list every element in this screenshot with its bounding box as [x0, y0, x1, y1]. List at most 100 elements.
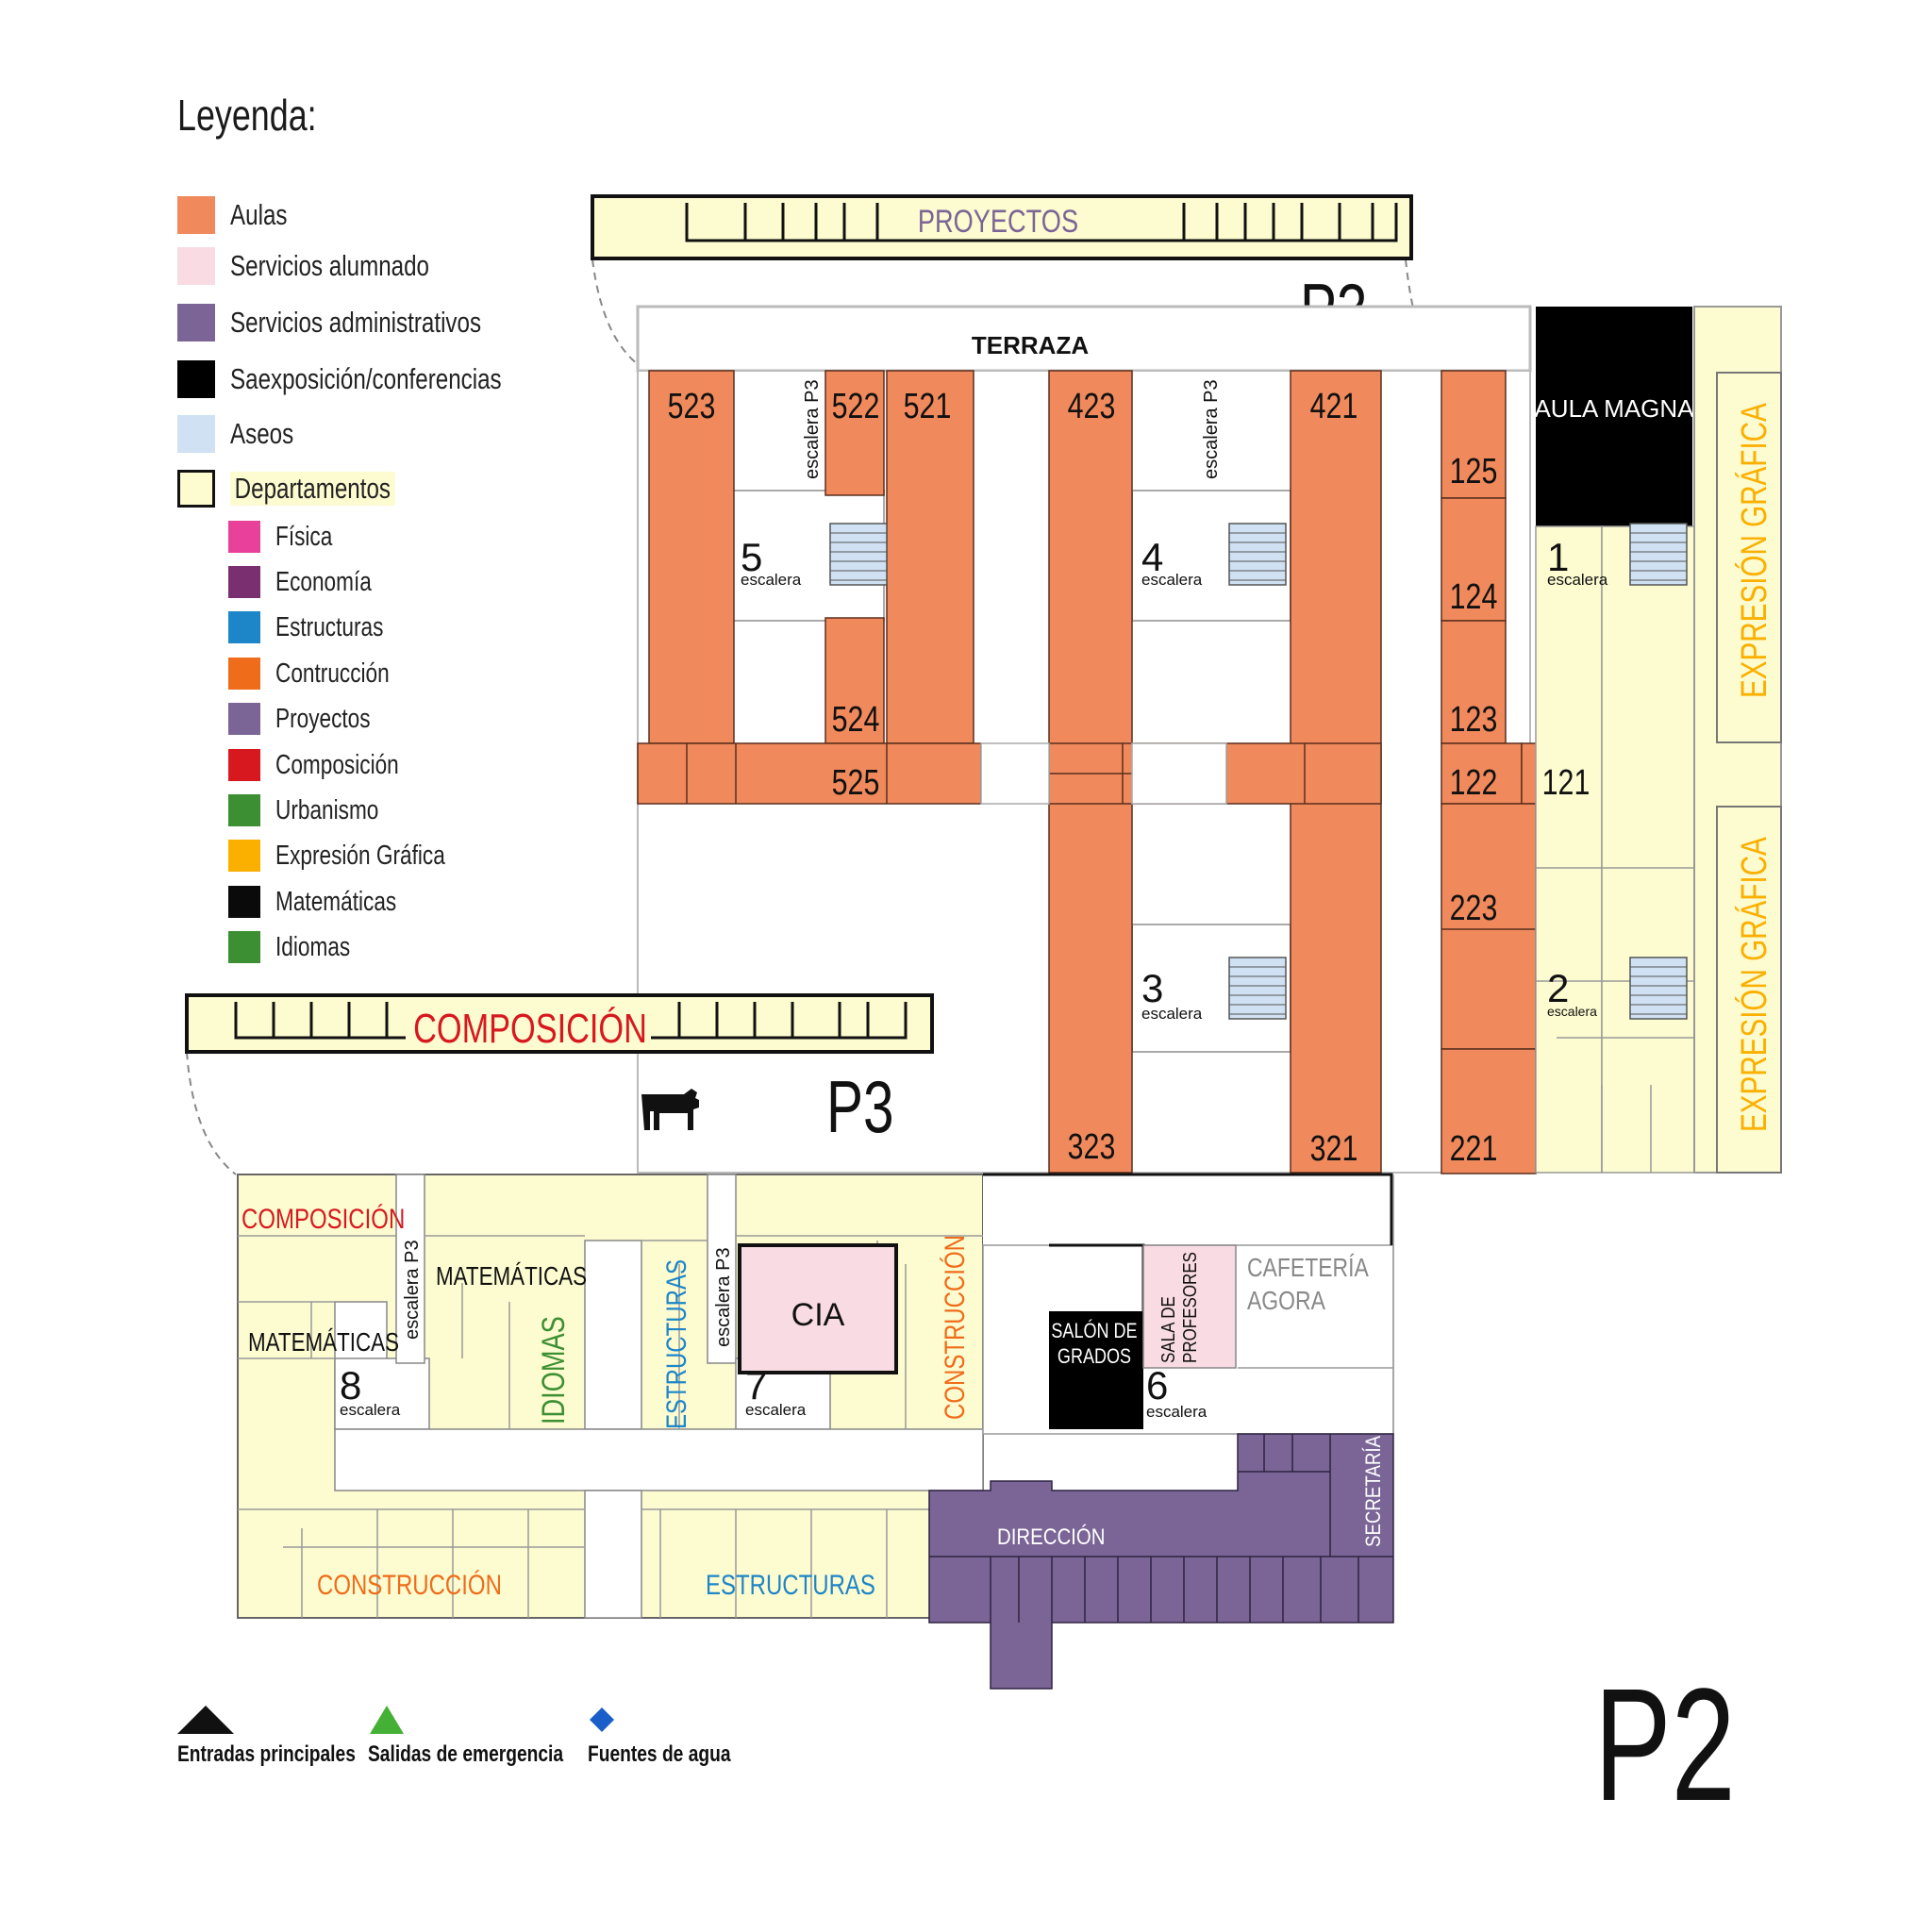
legend-swatch [228, 658, 260, 690]
stair-3-number: 3 [1141, 966, 1163, 1010]
aula-221 [1441, 1048, 1537, 1174]
wc-5 [829, 523, 888, 586]
terraza [636, 305, 1532, 373]
legend-swatch [177, 247, 215, 285]
proyectos-strip [591, 194, 1413, 260]
legend-label: Urbanismo [275, 794, 379, 825]
cafeteria-label-2: AGORA [1247, 1287, 1326, 1316]
legend-swatch [228, 566, 260, 598]
dept-label-construccion-h: CONSTRUCCIÓN [317, 1568, 502, 1600]
wc-2 [1629, 957, 1688, 1020]
dept-label-proyectos: PROYECTOS [918, 203, 1078, 240]
servicios-administrativos [928, 1433, 1394, 1690]
composicion-strip [185, 993, 934, 1054]
emergency-exit-icon [370, 1706, 404, 1734]
room-525: 525 [832, 763, 880, 803]
room-321: 321 [1310, 1129, 1358, 1169]
p3-outline-left [186, 1051, 237, 1175]
legend-dept-composicion: Composición [228, 749, 434, 781]
dept-label-matematicas-2: MATEMÁTICAS [248, 1327, 399, 1357]
legend-label: Aulas [230, 198, 288, 231]
legend-swatch [177, 196, 215, 234]
stair-7-label: escalera [745, 1401, 807, 1419]
dept-label-idiomas: IDIOMAS [535, 1316, 572, 1424]
room-numbers: 523 522 521 524 525 423 421 323 321 125 … [668, 387, 1591, 1169]
secretaria-label: SECRETARÍA [1362, 1436, 1386, 1547]
room-524: 524 [832, 700, 880, 740]
dept-label-estructuras-v: ESTRUCTURAS [659, 1259, 691, 1429]
aula-524 [824, 617, 885, 744]
dept-label-construccion-v: CONSTRUCCIÓN [938, 1235, 970, 1420]
dept-label-estructuras-h: ESTRUCTURAS [706, 1568, 875, 1600]
aulas-group [637, 370, 1596, 1174]
aula-525 [637, 742, 982, 805]
legend-label: Aseos [230, 417, 294, 450]
bull-icon [641, 1089, 699, 1130]
sala-profesores-label-1: SALA DE [1158, 1296, 1179, 1363]
dept-label-matematicas-1: MATEMÁTICAS [436, 1261, 587, 1291]
expresion-grafica-wing [1535, 306, 1782, 1174]
legend-label: Entradas principales [177, 1741, 356, 1767]
legend-label: Servicios alumnado [230, 249, 430, 282]
legend-dept-economia: Economía [228, 566, 399, 598]
legend-label: Idiomas [275, 931, 351, 962]
wc-4 [1228, 523, 1287, 586]
legend-dept-estructuras: Estructuras [228, 611, 414, 643]
room-523: 523 [668, 387, 716, 426]
legend-swatch [228, 611, 260, 643]
stair-8-number: 8 [340, 1363, 361, 1407]
legend-swatch [177, 415, 215, 453]
legend-label: Matemáticas [275, 886, 397, 917]
wc-1 [1629, 523, 1688, 586]
legend-label: Expresión Gráfica [275, 840, 445, 871]
legend-item-servicios-administrativos: Servicios administrativos [177, 304, 552, 341]
legend-swatch [177, 360, 215, 398]
stair-1-label: escalera [1547, 571, 1608, 589]
aula-125 [1441, 370, 1507, 499]
aula-122 [1441, 742, 1523, 805]
stair-p3-label: escalera P3 [1201, 379, 1222, 479]
legend-item-exposicion: Saexposición/conferencias [177, 360, 578, 398]
direccion-block [928, 1433, 1394, 1690]
stair-1-number: 1 [1547, 535, 1569, 579]
legend-dept-matematicas: Matemáticas [228, 886, 430, 918]
stair-6-number: 6 [1146, 1363, 1168, 1407]
legend-label: Servicios administrativos [230, 306, 482, 339]
legend-dept-construccion: Contrucción [228, 658, 422, 690]
wc-3 [1228, 957, 1287, 1020]
room-221: 221 [1450, 1129, 1498, 1169]
legend-label: Proyectos [275, 703, 371, 734]
legend-swatch [228, 749, 260, 781]
dept-label-composicion-small: COMPOSICIÓN [242, 1202, 405, 1234]
room-123: 123 [1450, 700, 1498, 740]
legend-label: Contrucción [275, 658, 390, 689]
aula-magna-label: AULA MAGNA [1534, 394, 1694, 423]
stair-2-number: 2 [1547, 966, 1569, 1010]
direccion-label: DIRECCIÓN [997, 1524, 1105, 1549]
legend-title: Leyenda: [177, 91, 317, 140]
aula-123 [1441, 620, 1507, 744]
stair-4-number: 4 [1141, 535, 1163, 579]
legend-dept-idiomas: Idiomas [228, 931, 372, 963]
legend-label: Composición [275, 749, 399, 780]
stair-p3-label: escalera P3 [802, 379, 823, 479]
cia-label: CIA [791, 1297, 845, 1333]
legend-label: Física [275, 521, 333, 552]
stair-7-number: 7 [745, 1363, 767, 1407]
legend-swatch [177, 470, 215, 508]
terraza-label: TERRAZA [972, 331, 1089, 359]
legend-dept-proyectos: Proyectos [228, 703, 397, 735]
aula-521 [886, 370, 974, 744]
stair-p3-label-lower-2: escalera P3 [713, 1247, 734, 1347]
room-323: 323 [1068, 1127, 1116, 1167]
stair-5-number: 5 [741, 535, 762, 579]
water-fountain-icon [590, 1707, 614, 1732]
legend-item-aulas: Aulas [177, 196, 304, 234]
legend-dept-fisica: Física [228, 521, 348, 553]
salon-grados-label-2: GRADOS [1058, 1345, 1131, 1368]
aula-magna [1536, 307, 1692, 526]
stair-4-label: escalera [1141, 571, 1203, 589]
dept-label-expresion-2: EXPRESIÓN GRÁFICA [1735, 837, 1774, 1132]
dept-label-expresion-1: EXPRESIÓN GRÁFICA [1735, 403, 1774, 698]
legend-label: Departamentos [230, 472, 395, 506]
